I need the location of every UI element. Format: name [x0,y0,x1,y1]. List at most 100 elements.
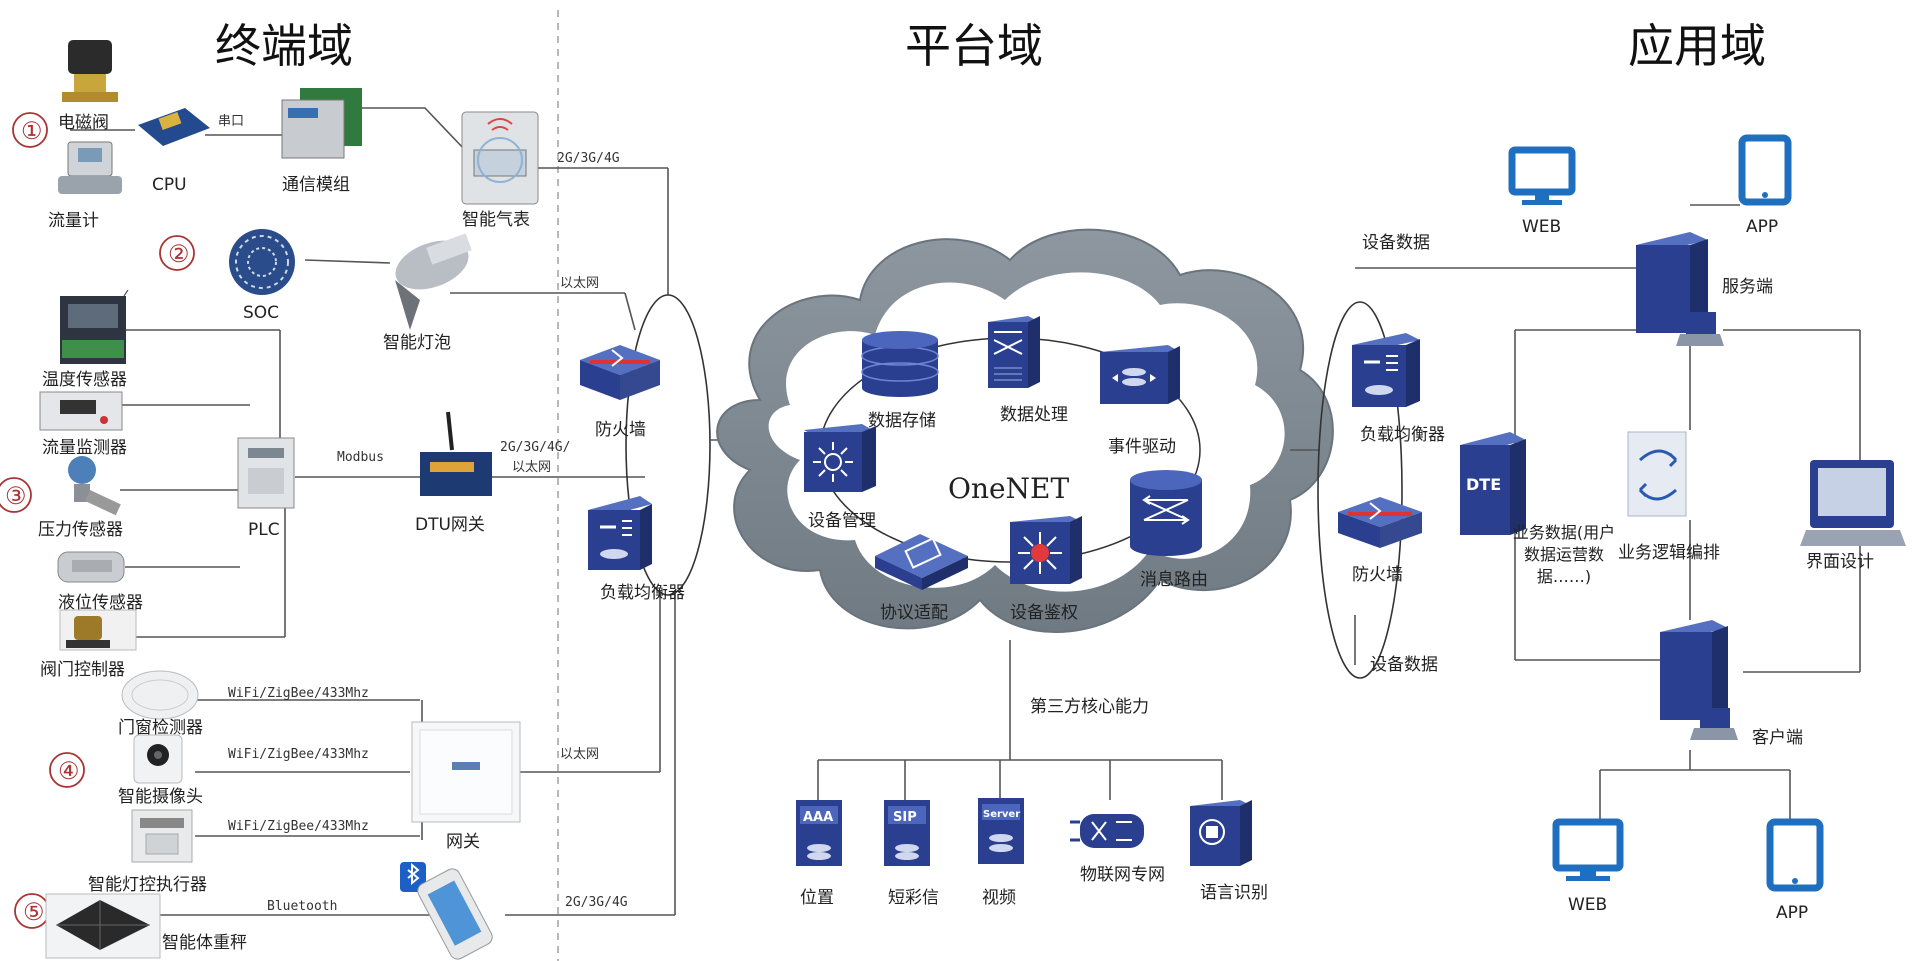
number-4: ④ [49,752,85,788]
link-label-serial: 串口 [218,114,244,129]
edge-firewall-label: 防火墙 [595,420,646,440]
event-driven-label: 事件驱动 [1108,437,1176,457]
dtu-gateway-icon [420,411,492,496]
ui-design-icon [1800,460,1906,546]
business-data-label: 业务数据(用户数据运营数据……) [1513,523,1615,586]
svg-text:Server: Server [983,809,1020,820]
smart-scale-label: 智能体重秤 [162,933,247,953]
smart-camera-label: 智能摄像头 [118,787,203,807]
link-label-bluetooth: Bluetooth [267,899,337,914]
link-label-modbus: Modbus [337,450,384,465]
speech-label: 语言识别 [1200,883,1268,903]
app-lines [1354,204,1861,820]
device-data-top-label: 设备数据 [1362,233,1430,253]
comm-module-label: 通信模组 [282,175,350,195]
flow-meter-icon [58,141,122,194]
ui-design-label: 界面设计 [1806,552,1874,572]
client-icon [1660,620,1738,740]
comm-module-icon [281,88,362,159]
cloud-name: OneNET [948,472,1069,505]
flow-monitor-icon [39,391,123,431]
svg-text:④: ④ [58,757,80,785]
third-party-label: 第三方核心能力 [1030,697,1149,717]
cpu-label: CPU [152,175,187,195]
app-bottom-icon [1766,818,1824,892]
app-top-label: APP [1746,217,1778,237]
solenoid-valve-label: 电磁阀 [58,113,109,133]
terminal-domain-title: 终端域 [215,19,353,73]
link-label-net3: 2G/3G/4G [565,895,628,910]
location-label: 位置 [800,888,834,908]
level-sensor-label: 液位传感器 [58,593,143,613]
server-label: 服务端 [1722,277,1773,297]
speech-server-icon [1190,800,1252,866]
cpu-board-icon [138,108,210,146]
protocol-adapter-label: 协议适配 [880,603,948,623]
third-party-bus [817,759,1223,800]
link-label-wifi2: WiFi/ZigBee/433Mhz [228,747,369,762]
data-storage-icon [861,331,939,397]
smart-gas-meter-label: 智能气表 [462,210,530,230]
temperature-sensor-label: 温度传感器 [42,370,127,390]
data-storage-label: 数据存储 [868,411,936,431]
app-firewall-label: 防火墙 [1352,565,1403,585]
light-actuator-label: 智能灯控执行器 [88,875,207,895]
event-driven-icon [1100,345,1180,404]
app-access-ring [1317,301,1403,679]
bluetooth-icon [400,862,426,892]
smart-bulb-icon [395,233,472,330]
web-bottom-icon [1552,818,1624,881]
video-server-icon: Server [978,798,1024,864]
door-window-detector-label: 门窗检测器 [118,718,203,738]
protocol-adapter-icon [875,534,968,590]
edge-load-balancer-label: 负载均衡器 [600,583,685,603]
dtu-gateway-label: DTU网关 [415,515,485,535]
plc-icon [237,437,295,509]
device-data-bottom-label: 设备数据 [1370,655,1438,675]
svg-text:①: ① [21,117,43,145]
gateway-icon [411,721,521,823]
temperature-sensor-icon [60,289,129,364]
web-top-icon [1508,146,1576,205]
smart-gas-meter-icon [461,111,539,205]
link-label-net2: 2G/3G/4G/ [500,440,570,455]
valve-controller-icon [59,609,137,651]
number-2: ② [159,235,195,271]
business-orchestration-label: 业务逻辑编排 [1618,543,1720,563]
app-load-balancer-icon [1352,333,1420,407]
device-auth-label: 设备鉴权 [1010,603,1078,623]
smart-scale-icon [45,893,161,959]
access-ring [625,294,711,596]
level-sensor-icon [57,551,125,583]
load-balancer-icon [588,496,652,570]
pressure-sensor-icon [68,456,121,516]
message-routing-icon [1130,470,1202,556]
door-window-detector-icon [121,670,199,720]
app-bottom-label: APP [1776,903,1808,923]
number-5: ⑤ [14,893,50,929]
light-actuator-icon [131,809,193,863]
data-processing-label: 数据处理 [1000,405,1068,425]
dte-icon: DTE [1460,432,1526,535]
application-domain-title: 应用域 [1628,19,1766,73]
sms-label: 短彩信 [888,888,939,908]
svg-text:DTE: DTE [1466,475,1501,494]
pressure-sensor-label: 压力传感器 [38,520,123,540]
web-bottom-label: WEB [1568,895,1607,915]
app-firewall-icon [1338,497,1422,548]
link-label-ethernet2: 以太网 [512,460,551,475]
svg-text:AAA: AAA [803,810,833,825]
device-management-label: 设备管理 [808,511,876,531]
link-label-wifi3: WiFi/ZigBee/433Mhz [228,819,369,834]
client-label: 客户端 [1752,728,1803,748]
link-label-net1: 2G/3G/4G [557,151,620,166]
link-label-ethernet3: 以太网 [560,747,599,762]
firewall-icon [580,345,660,400]
device-auth-icon [1010,516,1082,584]
soc-label: SOC [243,303,279,323]
svg-text:SIP: SIP [893,810,917,825]
smart-bulb-label: 智能灯泡 [383,333,451,353]
message-routing-label: 消息路由 [1140,570,1208,590]
data-processing-icon [988,316,1040,388]
